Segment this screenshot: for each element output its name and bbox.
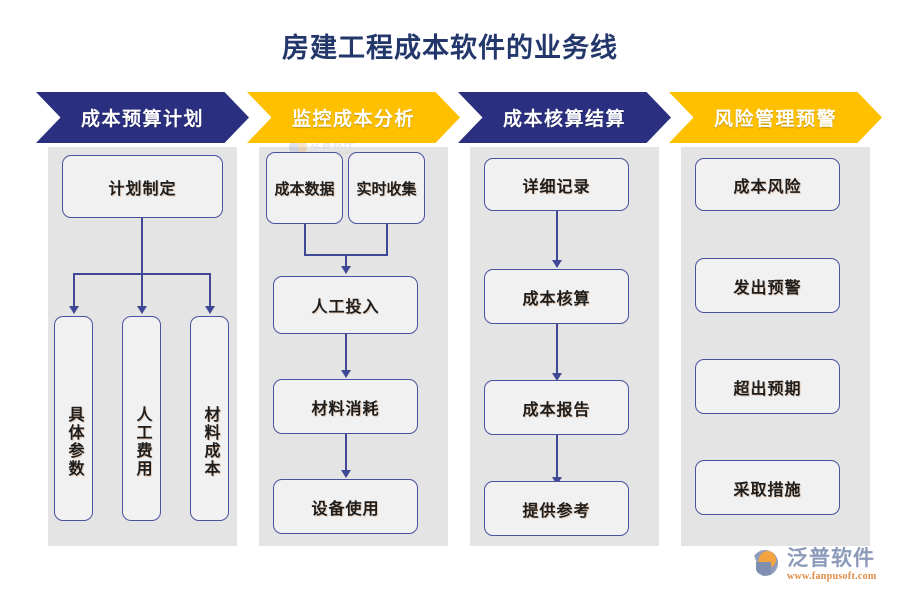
node-cost-data[interactable]: 成本数据 xyxy=(266,152,343,224)
connector-3-a xyxy=(556,211,558,262)
brand-name: 泛普软件 xyxy=(787,547,875,570)
node-detailed-record[interactable]: 详细记录 xyxy=(484,158,629,211)
connector-branch-left-1 xyxy=(73,273,75,309)
arrowhead-branch-mid-1 xyxy=(137,306,147,314)
connector-merge-stem-2 xyxy=(345,254,347,268)
column-header-2[interactable]: 监控成本分析 xyxy=(247,92,460,143)
column-header-1[interactable]: 成本预算计划 xyxy=(36,92,249,143)
connector-branch-right-1 xyxy=(209,273,211,309)
arrowhead-2-b xyxy=(341,470,351,478)
fanpu-logo-icon xyxy=(752,548,782,578)
column-risk-management-warning: 风险管理预警 成本风险 发出预警 超出预期 采取措施 xyxy=(669,92,882,547)
column-header-3[interactable]: 成本核算结算 xyxy=(458,92,671,143)
column-cost-accounting-settlement: 成本核算结算 详细记录 成本核算 成本报告 提供参考 xyxy=(458,92,671,547)
node-specific-parameters[interactable]: 具体参数 xyxy=(54,316,93,521)
column-panel-3 xyxy=(470,147,659,546)
arrowhead-merge-2 xyxy=(341,266,351,274)
node-equipment-usage[interactable]: 设备使用 xyxy=(273,479,418,534)
page-title: 房建工程成本软件的业务线 xyxy=(282,33,618,63)
column-cost-budget-plan: 成本预算计划 计划制定 具体参数 人工费用 材料成本 xyxy=(36,92,249,547)
connector-3-b xyxy=(556,324,558,375)
node-realtime-collection[interactable]: 实时收集 xyxy=(348,152,425,224)
node-labor-input[interactable]: 人工投入 xyxy=(273,276,418,334)
node-plan-formulation[interactable]: 计划制定 xyxy=(62,155,223,218)
connector-2-b xyxy=(345,434,347,472)
node-provide-reference[interactable]: 提供参考 xyxy=(484,481,629,536)
connector-merge-left-2 xyxy=(304,224,306,255)
node-cost-risk[interactable]: 成本风险 xyxy=(695,158,840,211)
node-cost-accounting[interactable]: 成本核算 xyxy=(484,269,629,324)
arrowhead-branch-left-1 xyxy=(69,306,79,314)
connector-merge-right-2 xyxy=(386,224,388,255)
arrowhead-branch-right-1 xyxy=(205,306,215,314)
node-material-cost[interactable]: 材料成本 xyxy=(190,316,229,521)
node-material-consumption[interactable]: 材料消耗 xyxy=(273,379,418,434)
arrowhead-3-a xyxy=(552,260,562,268)
brand-logo: 泛普软件 www.fanpusoft.com xyxy=(752,548,877,582)
node-issue-warning[interactable]: 发出预警 xyxy=(695,258,840,313)
connector-2-a xyxy=(345,334,347,372)
arrowhead-2-a xyxy=(341,370,351,378)
brand-url: www.fanpusoft.com xyxy=(787,571,877,582)
node-exceed-expectation[interactable]: 超出预期 xyxy=(695,359,840,414)
node-labor-cost[interactable]: 人工费用 xyxy=(122,316,161,521)
connector-branch-mid-1 xyxy=(141,273,143,309)
connector-trunk-1 xyxy=(141,218,143,274)
arrowhead-3-b xyxy=(552,373,562,381)
column-header-4[interactable]: 风险管理预警 xyxy=(669,92,882,143)
node-take-measures[interactable]: 采取措施 xyxy=(695,460,840,515)
node-cost-report[interactable]: 成本报告 xyxy=(484,380,629,435)
connector-3-c xyxy=(556,435,558,479)
column-cost-monitoring-analysis: 监控成本分析 泛普软件 FANPU SOFTWARE 成本数据 实时收集 人工投… xyxy=(247,92,460,547)
